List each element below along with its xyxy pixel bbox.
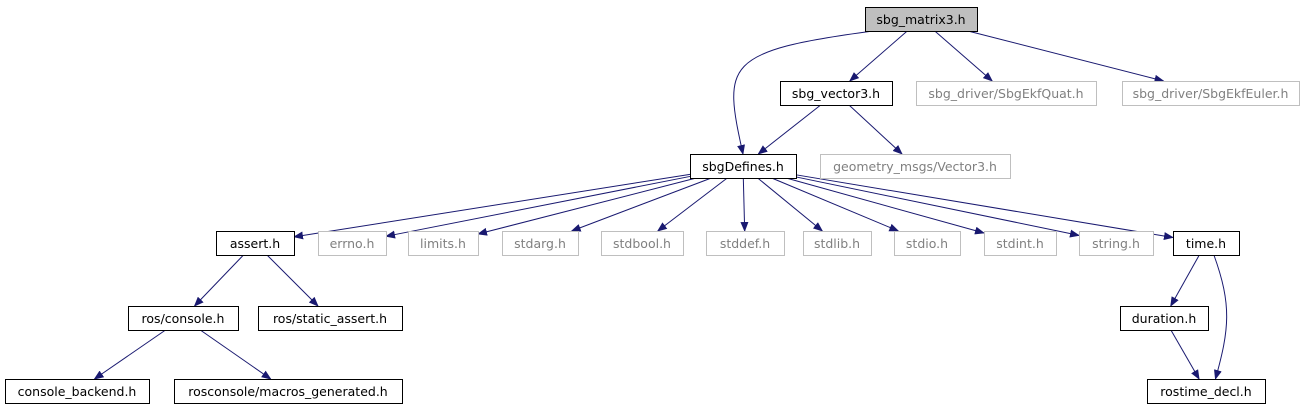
edge-console-to-console_backend xyxy=(93,329,166,380)
edge-sbgDefines-to-errno xyxy=(385,175,691,239)
node-label: sbg_driver/SbgEkfQuat.h xyxy=(928,86,1083,101)
node-label: ros/console.h xyxy=(142,311,225,326)
node-box xyxy=(174,379,403,404)
edge-sbg_matrix3-to-sbgEkfQuat xyxy=(934,30,993,82)
node-label: sbg_driver/SbgEkfEuler.h xyxy=(1133,86,1289,101)
node-macros_generated[interactable]: rosconsole/macros_generated.h xyxy=(174,379,403,404)
node-box xyxy=(1173,231,1240,256)
node-label: duration.h xyxy=(1132,311,1197,326)
node-assert[interactable]: assert.h xyxy=(216,231,295,256)
edge-sbgDefines-to-stdlib xyxy=(757,177,824,232)
node-label: stddef.h xyxy=(720,236,770,251)
edge-sbgDefines-to-assert xyxy=(293,173,691,240)
node-label: stdbool.h xyxy=(613,236,671,251)
node-time[interactable]: time.h xyxy=(1173,231,1240,256)
node-box xyxy=(258,306,403,331)
node-box xyxy=(128,306,239,331)
node-sbgEkfEuler: sbg_driver/SbgEkfEuler.h xyxy=(1122,81,1300,106)
node-box xyxy=(803,231,872,256)
node-duration[interactable]: duration.h xyxy=(1120,306,1209,331)
node-console_backend[interactable]: console_backend.h xyxy=(5,379,150,404)
nodes-layer: sbg_matrix3.h sbg_vector3.h sbg_driver/Sbg… xyxy=(5,7,1300,404)
node-box xyxy=(780,81,893,106)
node-box xyxy=(601,231,684,256)
node-stdio: stdio.h xyxy=(894,231,961,256)
node-label: stdlib.h xyxy=(814,236,860,251)
node-label: ros/static_assert.h xyxy=(273,311,387,326)
node-box xyxy=(984,231,1057,256)
node-static_assert[interactable]: ros/static_assert.h xyxy=(258,306,403,331)
node-box xyxy=(865,7,978,32)
node-sbgEkfQuat: sbg_driver/SbgEkfQuat.h xyxy=(916,81,1097,106)
edge-sbgDefines-to-limits xyxy=(477,177,697,236)
edge-sbgDefines-to-stdio xyxy=(771,177,900,232)
node-label: rosconsole/macros_generated.h xyxy=(188,384,387,399)
node-vector3msg: geometry_msgs/Vector3.h xyxy=(820,154,1011,179)
edge-sbgDefines-to-time xyxy=(795,174,1174,240)
node-box xyxy=(216,231,295,256)
node-stdint: stdint.h xyxy=(984,231,1057,256)
node-box xyxy=(706,231,785,256)
edge-sbg_matrix3-to-sbgDefines xyxy=(733,30,874,155)
edge-sbgDefines-to-string xyxy=(795,176,1080,238)
edge-sbgDefines-to-stdarg xyxy=(570,177,712,232)
node-sbgDefines[interactable]: sbgDefines.h xyxy=(690,154,797,179)
node-label: rostime_decl.h xyxy=(1160,384,1251,399)
node-box xyxy=(1147,379,1266,404)
node-sbg_matrix3[interactable]: sbg_matrix3.h xyxy=(865,7,978,32)
node-stdarg: stdarg.h xyxy=(502,231,579,256)
node-label: sbg_matrix3.h xyxy=(876,12,965,27)
node-box xyxy=(1079,231,1154,256)
node-box xyxy=(1120,306,1209,331)
node-rostime_decl[interactable]: rostime_decl.h xyxy=(1147,379,1266,404)
edge-assert-to-console xyxy=(193,254,244,307)
node-label: geometry_msgs/Vector3.h xyxy=(833,159,997,174)
node-label: stdint.h xyxy=(996,236,1044,251)
node-box xyxy=(318,231,387,256)
edge-time-to-rostime_decl xyxy=(1213,254,1228,380)
edge-sbg_vector3-to-vector3msg xyxy=(848,104,903,155)
node-stddef: stddef.h xyxy=(706,231,785,256)
edge-assert-to-static_assert xyxy=(266,254,319,307)
node-console[interactable]: ros/console.h xyxy=(128,306,239,331)
edge-sbg_matrix3-to-sbgEkfEuler xyxy=(967,30,1165,83)
node-label: sbg_vector3.h xyxy=(792,86,880,101)
edge-sbg_matrix3-to-sbg_vector3 xyxy=(849,30,908,82)
edge-sbgDefines-to-stdbool xyxy=(656,177,728,232)
edge-sbg_vector3-to-sbgDefines xyxy=(757,104,822,155)
node-label: time.h xyxy=(1186,236,1226,251)
node-box xyxy=(690,154,797,179)
node-label: limits.h xyxy=(420,236,466,251)
edges-layer xyxy=(93,30,1228,380)
edge-console-to-macros_generated xyxy=(199,329,272,380)
node-box xyxy=(1122,81,1300,106)
node-label: errno.h xyxy=(330,236,375,251)
node-label: sbgDefines.h xyxy=(702,159,784,174)
edge-sbgDefines-to-stdint xyxy=(786,177,985,235)
node-box xyxy=(916,81,1097,106)
node-box xyxy=(894,231,961,256)
node-stdlib: stdlib.h xyxy=(803,231,872,256)
node-box xyxy=(408,231,479,256)
node-label: assert.h xyxy=(230,236,280,251)
node-box xyxy=(5,379,150,404)
edge-duration-to-rostime_decl xyxy=(1170,329,1200,380)
node-stdbool: stdbool.h xyxy=(601,231,684,256)
node-sbg_vector3[interactable]: sbg_vector3.h xyxy=(780,81,893,106)
node-label: string.h xyxy=(1092,236,1140,251)
node-limits: limits.h xyxy=(408,231,479,256)
node-errno: errno.h xyxy=(318,231,387,256)
edge-time-to-duration xyxy=(1170,254,1200,307)
node-label: console_backend.h xyxy=(18,384,137,399)
node-box xyxy=(502,231,579,256)
node-label: stdarg.h xyxy=(514,236,566,251)
edge-sbgDefines-to-stddef xyxy=(740,177,749,232)
node-string: string.h xyxy=(1079,231,1154,256)
node-box xyxy=(820,154,1011,179)
node-label: stdio.h xyxy=(906,236,948,251)
